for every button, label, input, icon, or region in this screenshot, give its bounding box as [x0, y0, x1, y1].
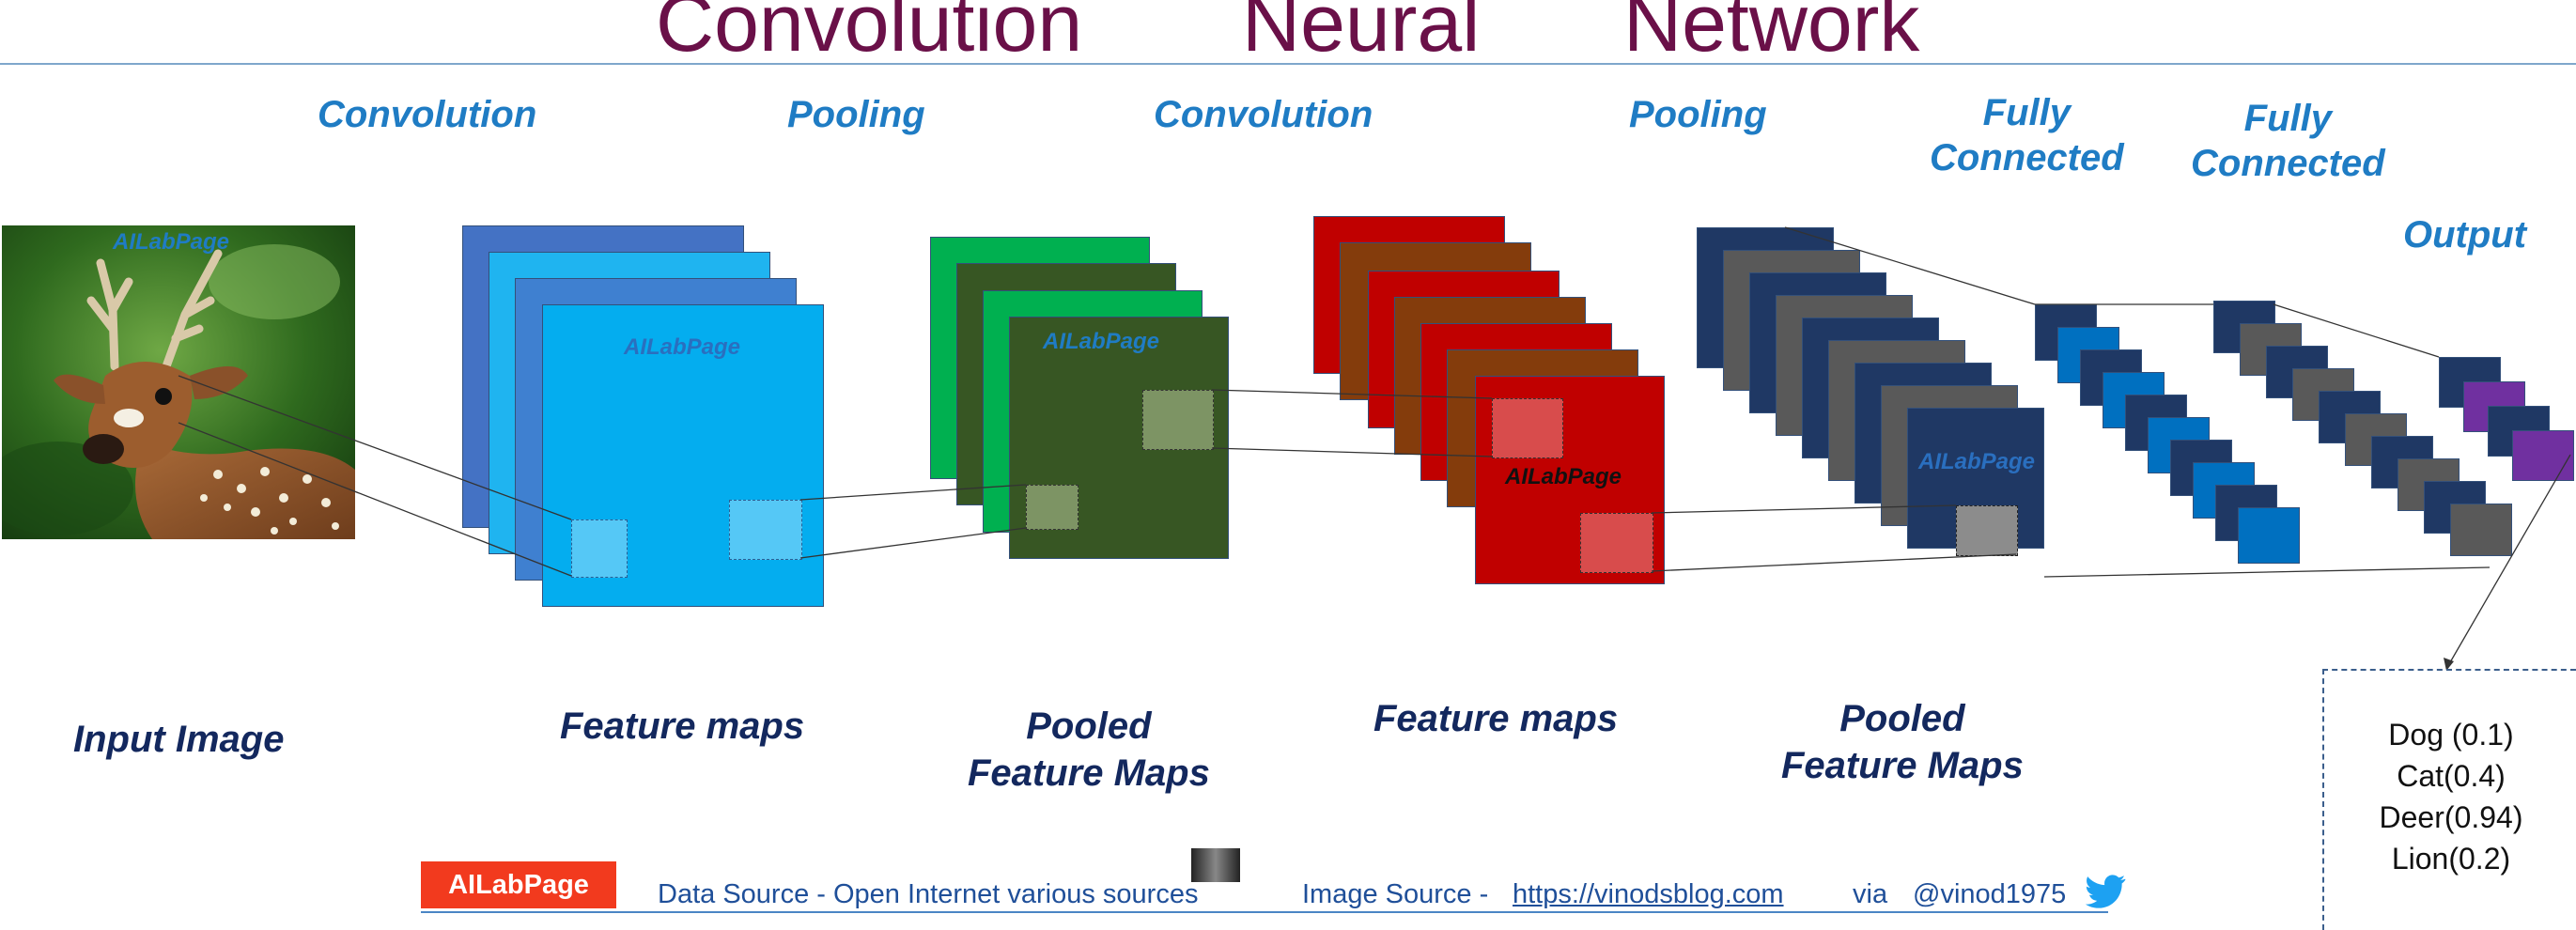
line-fc2-output-top — [2273, 303, 2440, 358]
stage-label-fully-connected-2: Fully Connected — [2191, 98, 2385, 184]
label-feature-maps-2: Feature maps — [1373, 698, 1619, 739]
title-underline — [0, 63, 2576, 65]
title-word-convolution: Convolution — [656, 0, 1083, 69]
line-conv1-pool1-bottom — [799, 527, 1027, 559]
stage-label-output: Output — [2403, 214, 2527, 256]
line-pool2-output-bottom — [2043, 566, 2491, 578]
watermark-pool1: AILabPage — [1043, 329, 1160, 354]
arrow-head-icon — [2444, 658, 2454, 671]
image-source-link[interactable]: https://vinodsblog.com — [1513, 879, 1784, 909]
prediction-deer: Deer(0.94) — [2379, 800, 2523, 834]
pool1-field-b — [1026, 485, 1079, 530]
pool2-field — [1956, 505, 2018, 556]
output-layer-4 — [2512, 430, 2574, 481]
stage-label-convolution-2: Convolution — [1154, 94, 1373, 135]
title-word-network: Network — [1623, 0, 1920, 69]
line-input-conv1-bottom — [178, 422, 572, 577]
twitter-handle[interactable]: @vinod1975 — [1913, 879, 2067, 909]
fc2-layer-10 — [2450, 504, 2512, 556]
fc1-layer-10 — [2238, 507, 2300, 564]
line-conv2-pool2-top — [1651, 504, 1957, 514]
prediction-cat: Cat(0.4) — [2397, 759, 2506, 793]
data-source-text: Data Source - Open Internet various sour… — [658, 879, 1199, 909]
conv2-field-a — [1492, 398, 1563, 458]
conv2-field-b — [1580, 513, 1653, 573]
watermark-conv1: AILabPage — [624, 334, 741, 360]
twitter-bird-icon[interactable] — [2084, 874, 2127, 911]
deer-image-icon — [0, 225, 355, 539]
conv1-receptive-field-a — [571, 519, 628, 578]
line-input-conv1-top — [178, 375, 572, 520]
dark-thumbnail-icon — [1191, 848, 1240, 882]
line-conv1-pool1-top — [799, 484, 1027, 501]
image-source-label: Image Source - — [1302, 879, 1489, 909]
line-pool2-fc1-a — [1784, 226, 2036, 305]
input-image: AILabPage — [0, 225, 355, 539]
arrow-output-to-predictions — [2445, 454, 2571, 670]
label-pooled-feature-maps-1: Pooled Feature Maps — [968, 705, 1210, 794]
prediction-dog: Dog (0.1) — [2388, 718, 2514, 752]
line-pool1-conv2-top — [1211, 389, 1493, 399]
stage-label-convolution-1: Convolution — [318, 94, 537, 135]
via-text: via — [1853, 879, 1888, 909]
watermark-pool2: AILabPage — [1918, 449, 2036, 474]
ailabpage-badge: AILabPage — [421, 861, 616, 908]
output-predictions-box: Dog (0.1) Cat(0.4) Deer(0.94) Lion(0.2) — [2322, 669, 2576, 930]
prediction-lion: Lion(0.2) — [2391, 842, 2511, 876]
label-pooled-feature-maps-2: Pooled Feature Maps — [1781, 698, 2024, 786]
label-input-image: Input Image — [73, 719, 285, 760]
stage-label-fully-connected-1: Fully Connected — [1930, 92, 2124, 178]
footer-underline — [421, 911, 2108, 913]
watermark-input: AILabPage — [113, 229, 230, 255]
stage-label-pooling-2: Pooling — [1629, 94, 1767, 135]
line-conv2-pool2-bottom — [1651, 553, 2017, 572]
stage-label-pooling-1: Pooling — [787, 94, 925, 135]
conv1-receptive-field-b — [729, 500, 802, 560]
pool1-field-a — [1142, 390, 1214, 450]
watermark-conv2: AILabPage — [1505, 464, 1622, 489]
line-pool1-conv2-bottom — [1211, 447, 1493, 457]
label-feature-maps-1: Feature maps — [560, 705, 805, 747]
title-word-neural: Neural — [1242, 0, 1481, 69]
